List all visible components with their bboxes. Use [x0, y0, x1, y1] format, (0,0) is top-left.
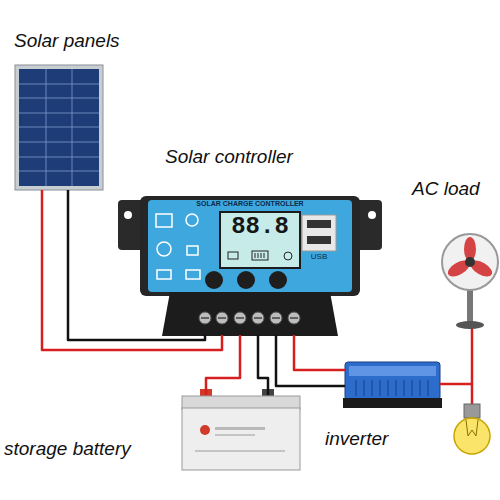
lock-icon [187, 246, 198, 255]
fan-hub [465, 257, 475, 267]
component-caption: AC load [412, 178, 480, 200]
controller-housing [140, 196, 360, 296]
inverter-fins [356, 380, 428, 396]
lcd-reading: 88.8 [220, 213, 300, 241]
bulb-filament [466, 420, 478, 436]
usb-port [307, 236, 331, 244]
battery-logo [200, 425, 210, 435]
screw-slots [201, 317, 298, 319]
face-icons [156, 214, 200, 279]
panel-cells [19, 69, 99, 186]
wire [276, 335, 345, 386]
fan-cage [442, 234, 498, 290]
wire-pair [276, 335, 345, 386]
wire [258, 335, 268, 395]
battery-print [215, 427, 265, 430]
battery-body [182, 408, 300, 470]
inverter-base [343, 398, 442, 408]
inverter-body [345, 362, 440, 400]
terminal-screws [199, 312, 300, 324]
lcd-battery-bars [255, 253, 264, 258]
solar-panel-art [15, 65, 103, 190]
wire [294, 335, 345, 370]
fan-blades [445, 237, 494, 280]
load-wire [471, 326, 474, 405]
panel-frame [15, 65, 103, 190]
set-icon [186, 214, 198, 226]
charge-controller-art [118, 196, 382, 336]
component-caption: inverter [325, 428, 388, 450]
component-caption: storage battery [4, 438, 131, 460]
control-button [205, 271, 223, 289]
load-icon [157, 270, 171, 279]
lcd-screen [220, 212, 300, 268]
storage-battery: storage battery [182, 395, 300, 470]
full-icon [186, 270, 200, 279]
wire [440, 383, 452, 386]
battery-print [215, 434, 255, 436]
wire-pair [42, 190, 222, 350]
fan-base [456, 321, 484, 329]
panel-title: SOLAR CHARGE CONTROLLER [148, 200, 352, 208]
ac-load: AC load [452, 215, 498, 485]
usb-port [307, 220, 331, 228]
wire [42, 190, 222, 350]
fan-pole [467, 290, 473, 324]
wire [206, 335, 240, 395]
bulb-glass [454, 418, 490, 454]
control-button [237, 271, 255, 289]
ac-load-art [442, 234, 498, 454]
wire [68, 190, 205, 340]
lcd-battery-icon [252, 251, 268, 260]
mounting-hole [124, 211, 132, 219]
inverter: inverter [345, 360, 440, 408]
port-label: USB [302, 252, 336, 261]
control-button [269, 271, 287, 289]
component-caption: Solar controller [165, 146, 293, 168]
mounting-hole [368, 211, 376, 219]
battery-art [182, 389, 300, 470]
terminal-strip [162, 292, 338, 336]
panel-grid [19, 69, 99, 186]
solar-panel: Solar panels [15, 65, 103, 190]
usb-block [302, 215, 336, 251]
inverter-art [343, 362, 442, 408]
controller-face [148, 200, 352, 292]
mode-icon [156, 214, 172, 227]
lcd-bulb-icon [284, 252, 292, 260]
load-wire [452, 383, 473, 386]
component-caption: Solar panels [14, 30, 120, 52]
inverter-stripe [349, 366, 436, 376]
timer-icon [157, 242, 171, 256]
battery-print [195, 450, 285, 452]
wire-pair [206, 335, 268, 395]
bulb-base [464, 404, 480, 418]
lcd-panel-icon [228, 252, 238, 259]
wire-pair [440, 384, 452, 385]
charge-controller: Solar controllerSOLAR CHARGE CONTROLLER8… [118, 195, 382, 335]
